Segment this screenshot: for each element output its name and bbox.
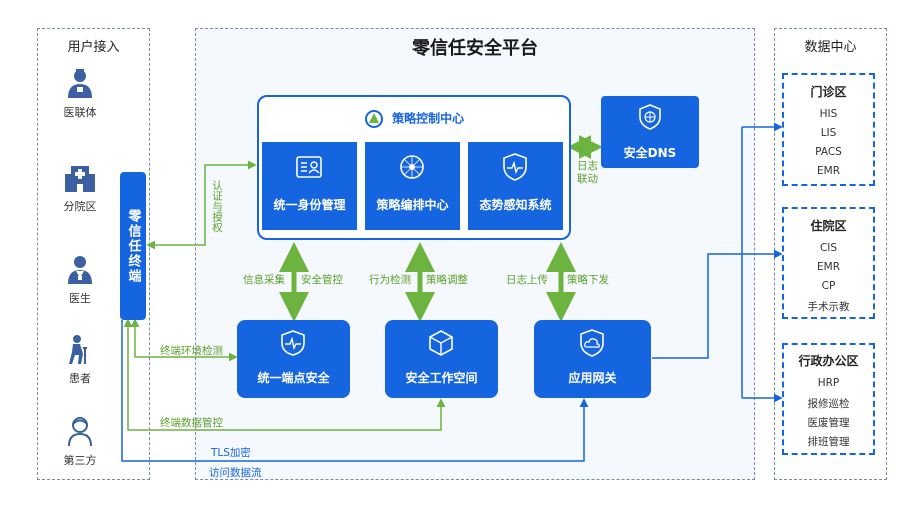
endpoint-security-label: 统一端点安全 [257, 371, 330, 385]
shield-cloud-icon [580, 329, 604, 357]
zone-item: 报修巡检 [807, 398, 850, 410]
behavior-detect-label: 行为检测 [369, 274, 411, 286]
zone-item: HRP [817, 377, 840, 389]
id-card-icon [296, 156, 322, 178]
policy-adjust-label: 策略调整 [426, 274, 468, 286]
gateway-out-line [652, 253, 742, 359]
admin-office-zone: 行政办公区 HRP 报修巡检 医废管理 排班管理 [782, 343, 875, 455]
zone-item: CP [821, 280, 836, 292]
hospital-building-icon [65, 166, 95, 192]
access-flow-label: 访问数据流 [209, 467, 262, 479]
app-gateway-label: 应用网关 [568, 371, 617, 385]
app-gateway: 应用网关 [534, 320, 651, 398]
secure-workspace: 安全工作空间 [385, 320, 498, 398]
tls-line [121, 320, 589, 462]
platform-title: 零信任安全平台 [412, 38, 538, 59]
module-label: 态势感知系统 [479, 198, 552, 212]
patient-icon [69, 335, 87, 364]
control-center-title: 策略控制中心 [392, 111, 465, 126]
shield-pulse-icon [503, 153, 527, 181]
safe-dns: 安全DNS [601, 96, 699, 168]
zone-item: EMR [817, 261, 840, 273]
user-item-patient: 患者 [30, 334, 130, 386]
network-globe-icon [400, 155, 424, 179]
control-center-logo-icon [364, 110, 383, 128]
env-detect-label: 终端环境检测 [160, 345, 223, 357]
zone-item: CIS [819, 242, 838, 254]
user-item-third-party: 第三方 [30, 416, 130, 468]
situation-awareness-module: 态势感知系统 [468, 142, 563, 230]
control-center-header: 策略控制中心 [259, 109, 569, 129]
inpatient-zone: 住院区 CIS EMR CP 手术示教 [782, 207, 875, 319]
zone-item: HIS [819, 108, 838, 120]
data-control-label: 终端数据管控 [160, 417, 223, 429]
safe-dns-label: 安全DNS [623, 146, 677, 160]
data-control-line [123, 318, 446, 431]
zone-item: 手术示教 [807, 301, 850, 313]
secure-workspace-label: 安全工作空间 [405, 371, 478, 385]
doctor-icon [68, 256, 92, 284]
third-party-person-icon [68, 417, 92, 446]
policy-dispatch-label: 策略下发 [567, 274, 609, 286]
log-link-label: 日志联动 [577, 160, 598, 185]
zone-item: 医废管理 [807, 417, 850, 429]
user-access-panel [37, 28, 150, 480]
zero-trust-terminal: 零信任终端 [120, 172, 146, 320]
tls-label: TLS加密 [211, 447, 251, 459]
zone-title: 门诊区 [810, 85, 847, 99]
shield-globe-icon [639, 104, 661, 130]
cube-icon [429, 330, 453, 356]
user-item-label: 医联体 [63, 106, 97, 119]
user-item-branch: 分院区 [30, 164, 130, 214]
user-item-label: 第三方 [63, 454, 97, 467]
zone-item: PACS [815, 146, 842, 158]
zone-title: 行政办公区 [798, 354, 859, 368]
zone-item: 排班管理 [807, 436, 850, 448]
zone-title: 住院区 [810, 219, 847, 233]
identity-management-module: 统一身份管理 [262, 142, 357, 230]
endpoint-security: 统一端点安全 [237, 320, 350, 398]
user-item-label: 患者 [69, 372, 91, 385]
doctors-group-icon [68, 69, 92, 98]
log-upload-label: 日志上传 [506, 274, 548, 286]
user-item-label: 医生 [69, 292, 91, 305]
outpatient-zone: 门诊区 HIS LIS PACS EMR [782, 73, 875, 186]
zone-item: EMR [817, 165, 840, 177]
policy-orchestration-module: 策略编排中心 [365, 142, 460, 230]
shield-pulse-icon [281, 330, 305, 356]
user-item-doctor: 医生 [30, 254, 130, 306]
module-label: 统一身份管理 [273, 198, 346, 212]
auth-line [146, 160, 257, 250]
zone-item: LIS [820, 127, 837, 139]
auth-label: 认证与授权 [211, 180, 223, 233]
security-control-label: 安全管控 [301, 274, 343, 286]
data-center-title: 数据中心 [804, 40, 857, 55]
user-item-medical-alliance: 医联体 [30, 68, 130, 120]
info-collect-label: 信息采集 [243, 274, 285, 286]
user-access-title: 用户接入 [67, 40, 120, 55]
user-item-label: 分院区 [63, 200, 97, 213]
module-label: 策略编排中心 [376, 198, 449, 212]
